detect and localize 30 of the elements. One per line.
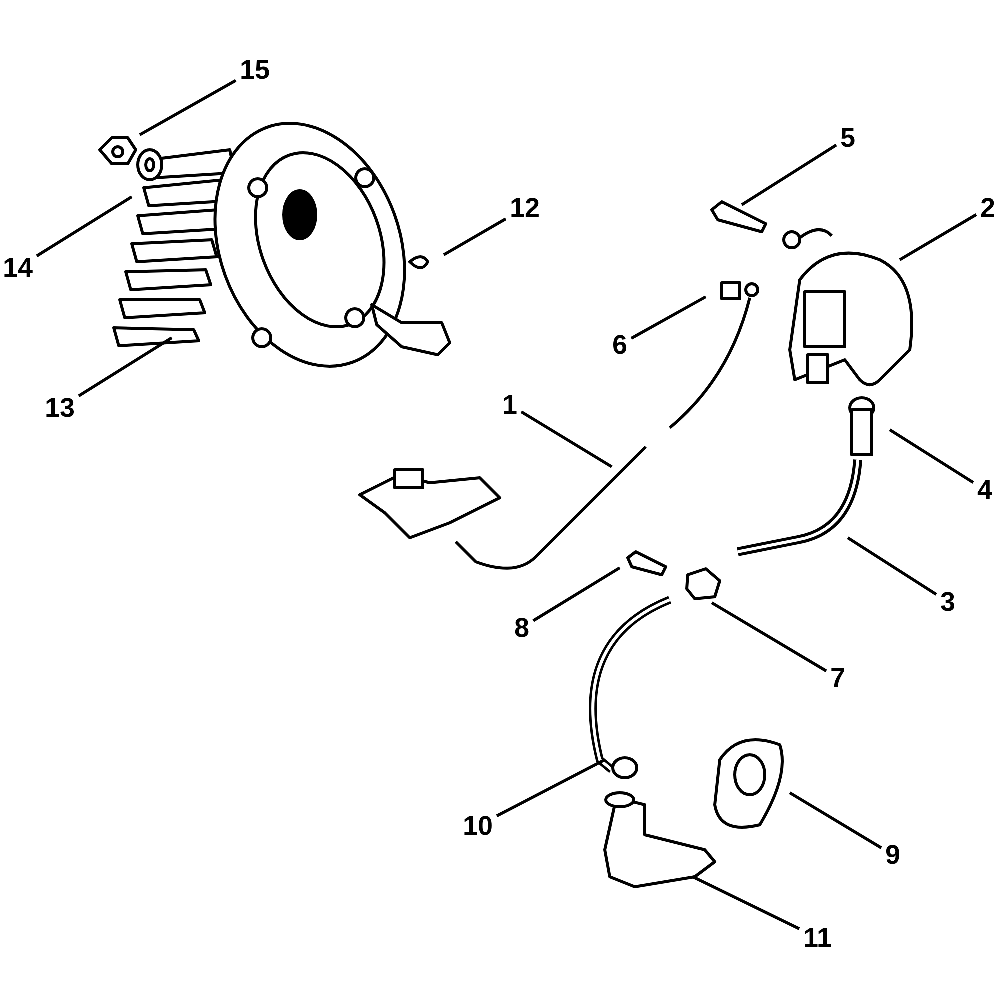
callout-number: 10 (463, 811, 494, 841)
leader-line (496, 758, 606, 818)
callout-number: 13 (45, 393, 76, 423)
leader-line (847, 536, 938, 596)
leader-line (889, 428, 974, 484)
callout-number: 14 (3, 253, 34, 283)
leader-line (630, 296, 707, 340)
callout-number: 9 (886, 840, 901, 870)
callout-number: 6 (612, 330, 628, 360)
callout-number: 2 (980, 193, 996, 223)
callout-number: 7 (830, 663, 846, 693)
callout-number: 11 (804, 923, 832, 953)
callout-number: 5 (840, 123, 856, 153)
callout-number: 15 (240, 55, 270, 85)
leader-line (139, 79, 237, 136)
leader-line (520, 410, 613, 468)
leader-line (443, 218, 507, 256)
callout-number: 4 (978, 475, 993, 505)
leader-line (711, 602, 828, 672)
leader-line (36, 196, 133, 258)
leader-line (899, 214, 978, 262)
callout-number: 3 (940, 587, 956, 617)
leader-line (532, 566, 621, 622)
leader-line (692, 876, 800, 930)
callout-number: 1 (502, 390, 518, 420)
leader-line (789, 792, 882, 850)
callout-number: 8 (514, 613, 530, 643)
leader-line (78, 336, 173, 398)
callout-number: 12 (510, 193, 540, 223)
leader-line (741, 144, 838, 206)
